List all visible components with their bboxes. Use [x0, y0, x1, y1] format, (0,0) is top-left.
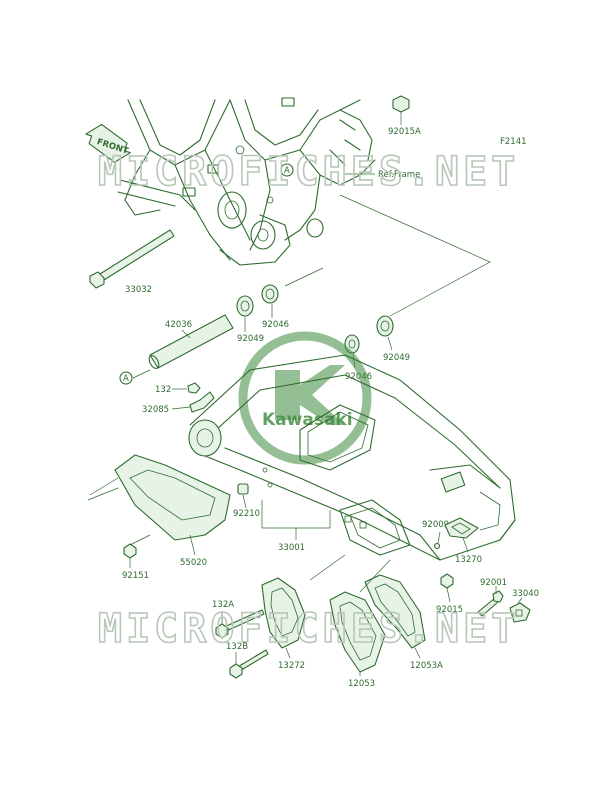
- svg-text:132A: 132A: [212, 600, 234, 610]
- part-92210-plug: 92210: [233, 483, 260, 519]
- part-42036-pivot-shaft: 42036: [132, 314, 234, 379]
- svg-text:92151: 92151: [122, 571, 149, 581]
- svg-text:12053: 12053: [348, 679, 375, 689]
- part-92046-collar-a: 92046: [261, 284, 289, 330]
- watermark-bottom: MICROFICHES.NET: [98, 606, 519, 652]
- svg-text:92009: 92009: [422, 520, 449, 530]
- part-92001-bolt: 92001: [477, 578, 507, 617]
- svg-text:33001: 33001: [278, 543, 305, 553]
- part-92151-bolt: 92151: [122, 534, 151, 581]
- watermark-top: MICROFICHES.NET: [98, 149, 519, 195]
- part-132B-bolt: 132B: [226, 642, 269, 679]
- part-132A-bolt: 132A: [212, 600, 265, 639]
- kawasaki-logo: Kawasaki: [238, 331, 372, 465]
- front-arrow-icon: FRONT: [85, 123, 131, 163]
- part-12053-slider: 12053: [329, 591, 386, 689]
- svg-text:92015A: 92015A: [388, 127, 421, 137]
- svg-text:92210: 92210: [233, 509, 260, 519]
- svg-text:92046: 92046: [345, 372, 372, 382]
- part-13272-guard: 13272: [261, 577, 306, 671]
- guide-line-2: [284, 267, 324, 287]
- svg-text:92046: 92046: [262, 320, 289, 330]
- svg-text:13270: 13270: [455, 555, 482, 565]
- diagram-code: F2141: [500, 137, 527, 147]
- guide-line-4: [359, 559, 391, 593]
- part-92009-screw: 92009: [422, 520, 449, 550]
- callout-a-frame: A: [280, 163, 294, 177]
- part-55020-chain-cover: 55020: [87, 454, 231, 568]
- part-12053A-slider: 12053A: [364, 574, 443, 671]
- part-13270-plate: 13270: [444, 517, 482, 565]
- svg-text:13272: 13272: [278, 661, 305, 671]
- svg-text:55020: 55020: [180, 558, 207, 568]
- svg-text:32085: 32085: [142, 405, 169, 415]
- svg-text:132B: 132B: [226, 642, 248, 652]
- part-92049-seal-b: 92049: [376, 315, 410, 363]
- part-33032-axle: 33032: [89, 229, 175, 295]
- svg-text:12053A: 12053A: [410, 661, 443, 671]
- part-92015-nut: 92015: [436, 573, 463, 615]
- svg-text:A: A: [123, 374, 129, 384]
- callout-a-shaft: A: [119, 371, 133, 385]
- part-33040-block: 33040: [509, 589, 539, 623]
- svg-text:42036: 42036: [165, 320, 192, 330]
- frame-drawing: [117, 97, 376, 266]
- part-33001-swingarm: 33001: [188, 354, 516, 561]
- guide-line-3: [309, 554, 346, 581]
- part-92049-seal-a: 92049: [236, 295, 264, 344]
- part-92015A-nut: 92015A: [388, 95, 421, 137]
- guide-line: [339, 194, 491, 317]
- svg-text:92001: 92001: [480, 578, 507, 588]
- logo-text: Kawasaki: [262, 410, 353, 430]
- part-132-bolt: 132: [155, 382, 201, 395]
- ref-frame-label: Ref.Frame: [378, 170, 420, 180]
- svg-text:33032: 33032: [125, 285, 152, 295]
- svg-text:92049: 92049: [237, 334, 264, 344]
- part-32085-bracket: 32085: [142, 391, 215, 415]
- svg-text:33040: 33040: [512, 589, 539, 599]
- svg-text:92015: 92015: [436, 605, 463, 615]
- svg-text:A: A: [284, 166, 290, 176]
- svg-text:132: 132: [155, 385, 171, 395]
- svg-text:92049: 92049: [383, 353, 410, 363]
